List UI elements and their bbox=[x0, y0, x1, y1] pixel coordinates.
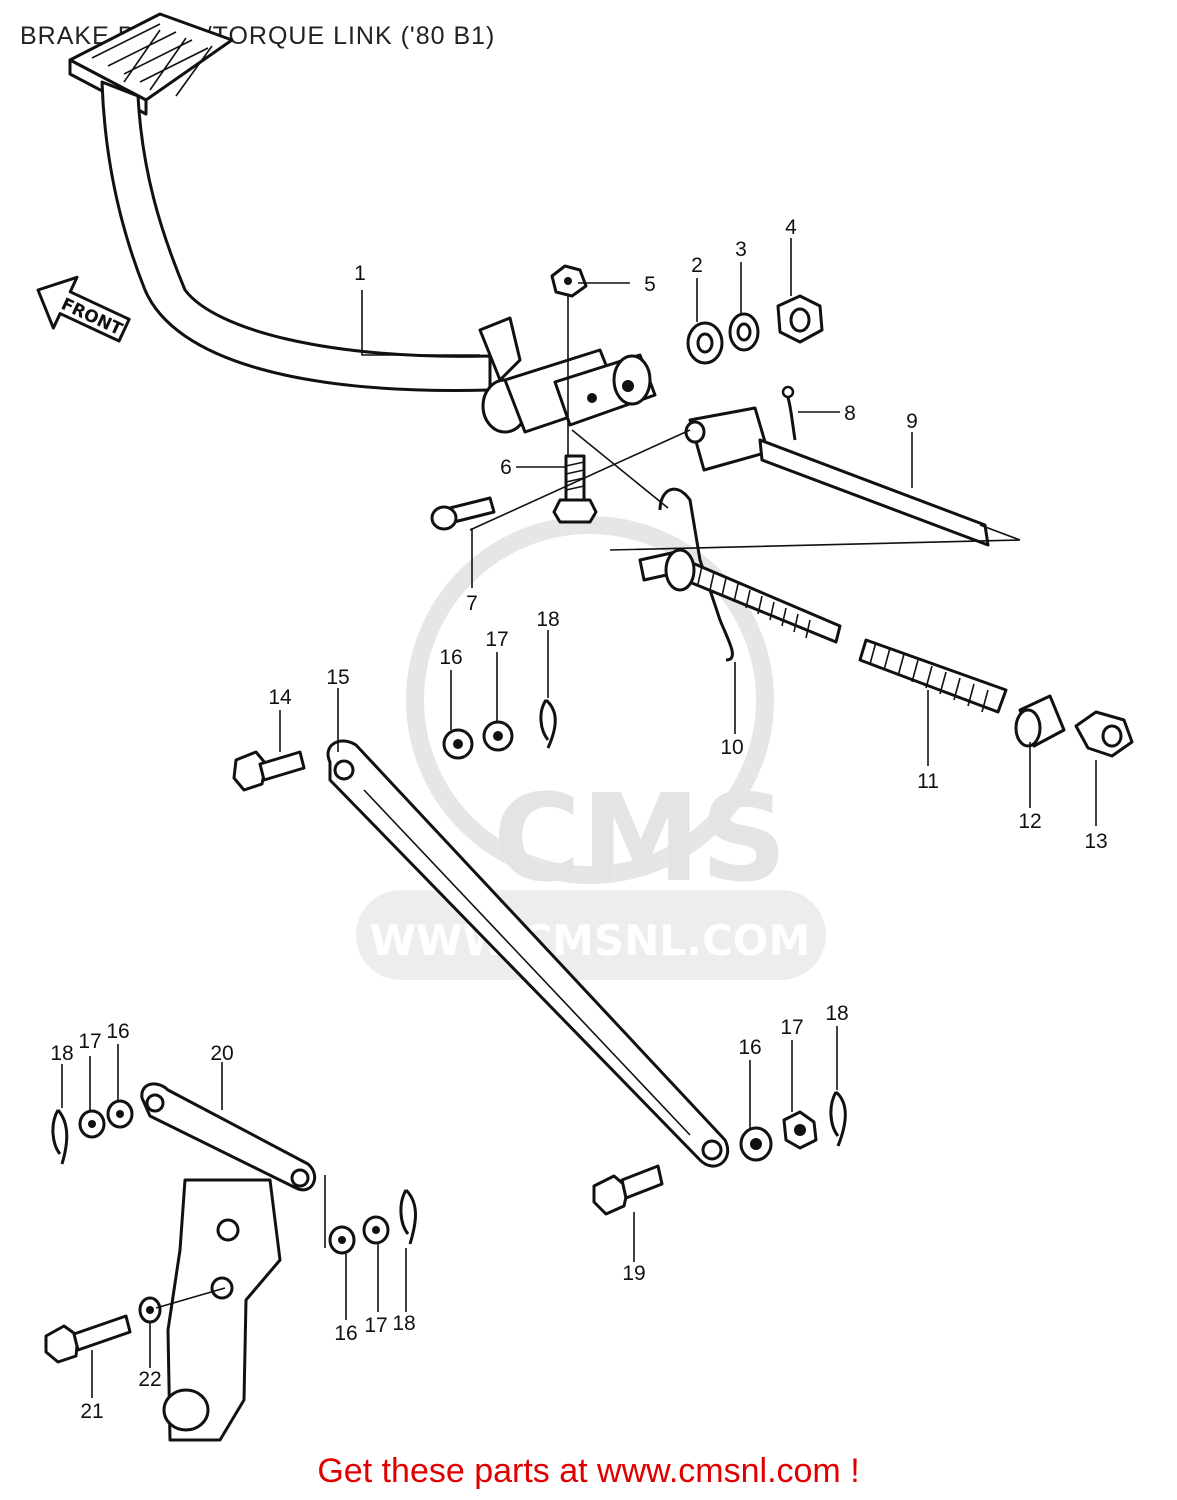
watermark-url: WWW.CMSNL.COM bbox=[370, 916, 811, 965]
callout-16-right: 16 bbox=[738, 1036, 761, 1059]
washer-22 bbox=[138, 1296, 162, 1324]
front-arrow: FRONT bbox=[36, 275, 131, 343]
clip-18-left bbox=[51, 1109, 69, 1165]
callout-16-lower: 16 bbox=[334, 1322, 357, 1345]
spring-10 bbox=[638, 487, 842, 662]
collar-12 bbox=[1014, 694, 1066, 748]
exploded-diagram: CMS WWW.CMSNL.COM FRONT bbox=[36, 12, 1134, 1442]
washer-2 bbox=[686, 321, 724, 365]
callout-12: 12 bbox=[1018, 810, 1041, 833]
nut-5 bbox=[550, 264, 588, 298]
footer-link-text[interactable]: Get these parts at www.cmsnl.com ! bbox=[317, 1452, 860, 1490]
washer-16-right bbox=[739, 1126, 773, 1162]
watermark: CMS WWW.CMSNL.COM bbox=[356, 516, 826, 980]
washer-16-upper bbox=[442, 728, 474, 760]
watermark-brand: CMS bbox=[493, 770, 787, 909]
clip-18-upper bbox=[539, 698, 557, 749]
torque-link-15 bbox=[326, 739, 730, 1168]
nut-17-right bbox=[782, 1110, 818, 1150]
adjusting-nut-13 bbox=[1074, 710, 1134, 758]
callout-9: 9 bbox=[906, 410, 918, 433]
clip-18-lower bbox=[399, 1188, 417, 1245]
link-20 bbox=[140, 1082, 317, 1192]
callout-21: 21 bbox=[80, 1400, 103, 1423]
cotter-pin-8 bbox=[781, 385, 797, 441]
spring-11 bbox=[858, 638, 1008, 714]
callout-2: 2 bbox=[691, 254, 703, 277]
clip-18-right bbox=[829, 1090, 847, 1147]
nut-4 bbox=[776, 294, 824, 344]
callout-15: 15 bbox=[326, 666, 349, 689]
nut-17-upper bbox=[482, 720, 514, 752]
callout-8: 8 bbox=[844, 402, 856, 425]
washer-16-lower bbox=[328, 1225, 356, 1255]
callout-13: 13 bbox=[1084, 830, 1107, 853]
callout-6: 6 bbox=[500, 456, 512, 479]
callout-4: 4 bbox=[785, 216, 797, 239]
callout-labels: 1 2 3 4 5 6 7 8 9 10 11 12 13 14 15 16 1… bbox=[50, 216, 1107, 1423]
callout-5: 5 bbox=[644, 273, 656, 296]
callout-16-upper: 16 bbox=[439, 646, 462, 669]
callout-18-lower: 18 bbox=[392, 1312, 415, 1335]
bolt-21 bbox=[44, 1314, 132, 1364]
brake-rod-9 bbox=[684, 406, 990, 547]
callout-3: 3 bbox=[735, 238, 747, 261]
lock-washer-3 bbox=[728, 312, 760, 352]
bolt-6 bbox=[552, 454, 598, 524]
callout-19: 19 bbox=[622, 1262, 645, 1285]
nut-17-lower bbox=[362, 1215, 390, 1245]
callout-17-lower: 17 bbox=[364, 1314, 387, 1337]
clevis-pin-7 bbox=[430, 496, 496, 531]
callout-1: 1 bbox=[354, 262, 366, 285]
callout-20: 20 bbox=[210, 1042, 233, 1065]
brake-pedal bbox=[68, 12, 657, 434]
callout-11: 11 bbox=[917, 770, 939, 793]
callout-22: 22 bbox=[138, 1368, 161, 1391]
callout-18-left: 18 bbox=[50, 1042, 73, 1065]
callout-17-right: 17 bbox=[780, 1016, 803, 1039]
leader-lines bbox=[61, 238, 1097, 1398]
bolt-19 bbox=[592, 1164, 664, 1216]
washer-16-left bbox=[106, 1099, 134, 1129]
callout-14: 14 bbox=[268, 686, 292, 709]
callout-18-right: 18 bbox=[825, 1002, 848, 1025]
frame-bracket bbox=[162, 1178, 282, 1442]
callout-17-left: 17 bbox=[78, 1030, 101, 1053]
callout-10: 10 bbox=[720, 736, 743, 759]
callout-7: 7 bbox=[466, 592, 478, 615]
callout-16-left: 16 bbox=[106, 1020, 129, 1043]
callout-17-upper: 17 bbox=[485, 628, 508, 651]
callout-18-upper: 18 bbox=[536, 608, 559, 631]
nut-17-left bbox=[78, 1109, 106, 1139]
bolt-14 bbox=[232, 750, 306, 792]
